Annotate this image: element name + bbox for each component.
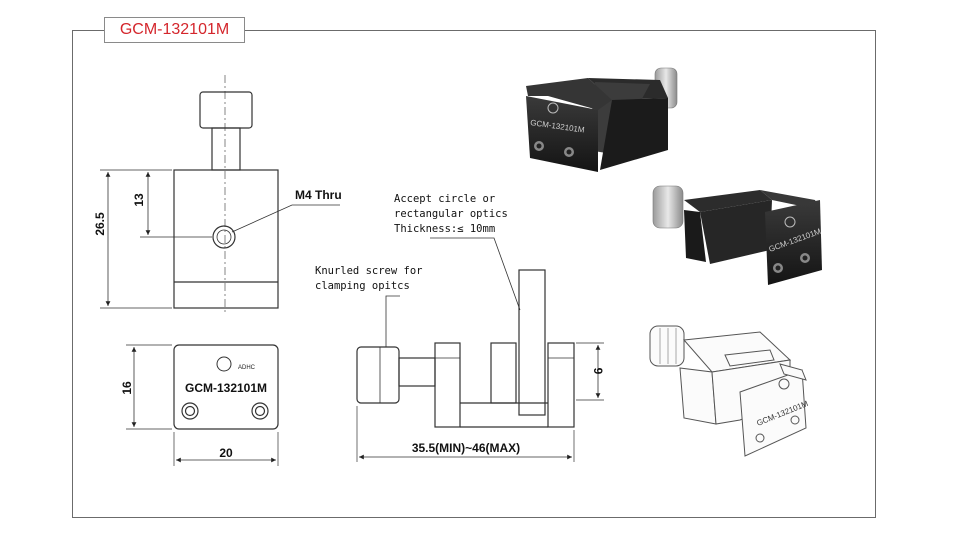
top-view (100, 75, 340, 312)
knurled-knob-side (356, 346, 400, 404)
body-top-view (173, 169, 279, 309)
screw-shaft (211, 127, 241, 171)
dim-length-range: 35.5(MIN)~46(MAX) (412, 441, 520, 455)
optic-plate (518, 269, 546, 416)
dim-hole-height: 13 (132, 193, 146, 207)
dim-front-height: 16 (120, 381, 134, 395)
dim-front-width: 20 (219, 446, 233, 460)
m4-hole (212, 225, 236, 249)
body-front-view (173, 344, 279, 430)
hole-annotation: M4 Thru (295, 188, 342, 202)
front-label: GCM-132101M (185, 381, 267, 395)
product-photo-front (526, 67, 678, 172)
optics-note-line2: rectangular optics (394, 208, 508, 220)
front-view (126, 344, 279, 466)
screw-note-line1: Knurled screw for (315, 265, 422, 277)
side-view (356, 237, 604, 462)
product-photo-angled (652, 185, 822, 285)
optics-note-line3: Thickness:≤ 10mm (394, 223, 495, 235)
line-render (649, 325, 807, 457)
dim-total-height: 26.5 (93, 212, 107, 236)
dim-side-height: 9 (591, 368, 605, 375)
model-title: GCM-132101M (104, 17, 245, 43)
drawing-frame (72, 30, 876, 518)
knob-top (199, 91, 253, 129)
logo-text: ADHC (238, 365, 256, 371)
optics-note-line1: Accept circle or (394, 193, 495, 205)
screw-note-line2: clamping opitcs (315, 280, 410, 292)
